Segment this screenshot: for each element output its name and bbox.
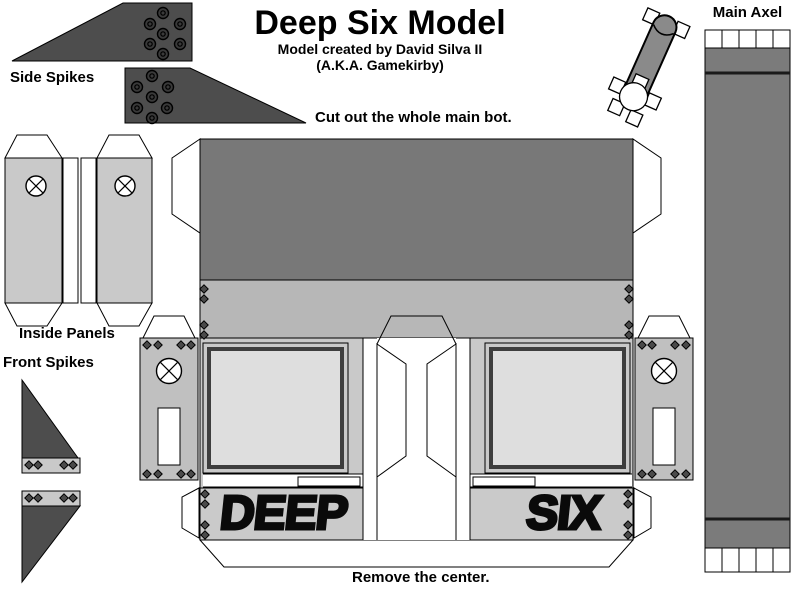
center-tab — [376, 315, 457, 345]
fold-tab — [96, 302, 153, 327]
bot-name-right: SIX — [524, 486, 605, 540]
inside-panel-left — [4, 134, 79, 327]
slot — [652, 407, 676, 466]
bot-window-right — [484, 342, 631, 474]
name-band-left: DEEP — [199, 485, 364, 541]
fold-tab — [633, 487, 652, 539]
fold-tab — [96, 134, 153, 159]
axle-hole-mark — [114, 175, 136, 197]
label-inside-panels: Inside Panels — [19, 325, 115, 342]
front-spike-piece-top — [21, 378, 81, 474]
bot-top-deck — [199, 138, 634, 281]
bot-name-left: DEEP — [217, 486, 349, 540]
glue-squares-bottom — [704, 547, 791, 573]
instruction-remove-center: Remove the center. — [352, 569, 490, 586]
instruction-cut-main-bot: Cut out the whole main bot. — [315, 109, 512, 126]
label-front-spikes: Front Spikes — [3, 354, 94, 371]
axle-end-cap — [618, 82, 649, 112]
center-cutout — [362, 315, 471, 540]
main-axel-strip — [704, 29, 791, 573]
inside-panel-right — [80, 134, 153, 327]
label-main-axel: Main Axel — [712, 4, 783, 21]
bot-window-left — [202, 342, 349, 474]
front-spike-piece-bottom — [21, 490, 82, 584]
main-bot: DEEP SIX — [139, 138, 694, 568]
glue-squares-top — [704, 29, 791, 49]
bot-mid-band — [199, 279, 634, 339]
side-spike-piece-right — [124, 67, 307, 125]
bottom-flap — [198, 539, 635, 568]
fold-tab — [4, 302, 63, 327]
center-spine — [376, 343, 407, 478]
label-side-spikes: Side Spikes — [10, 69, 95, 86]
fold-tab — [637, 315, 691, 339]
fold-tab — [171, 138, 201, 234]
fold-tab — [4, 134, 63, 159]
subtitle-alias: (A.K.A. Gamekirby) — [316, 57, 444, 73]
side-spike-piece-left — [11, 2, 193, 62]
axle-hole-mark — [650, 357, 678, 385]
axle-hole-mark — [155, 357, 183, 385]
page-title: Deep Six Model — [254, 4, 506, 42]
axle-hole-mark — [25, 175, 47, 197]
bot-side-panel-right — [634, 337, 694, 481]
slot-tab — [472, 476, 536, 487]
slot-tab — [297, 476, 361, 487]
axle-illustration — [606, 7, 691, 128]
fold-tab — [181, 487, 200, 539]
subtitle-author: Model created by David Silva II — [277, 41, 483, 57]
name-band-right: SIX — [469, 485, 634, 541]
bot-side-panel-left — [139, 337, 199, 481]
slot — [157, 407, 181, 466]
center-spine — [426, 343, 457, 478]
fold-tab — [142, 315, 196, 339]
fold-tab — [632, 138, 662, 234]
